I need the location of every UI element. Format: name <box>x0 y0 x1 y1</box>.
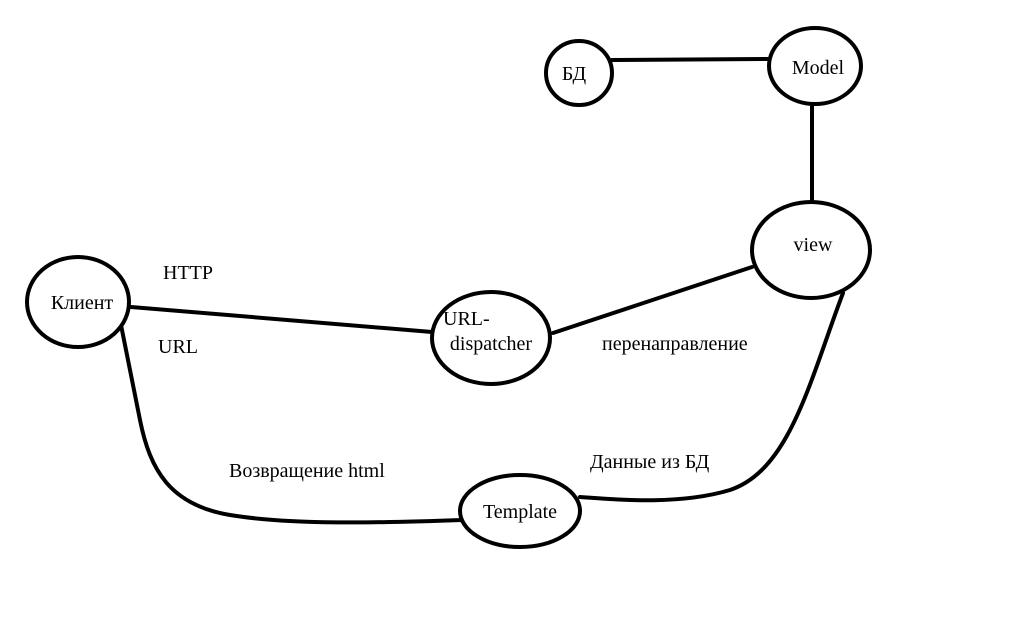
node-view <box>750 200 872 300</box>
node-model-label: Model <box>792 57 845 79</box>
label-url: URL <box>158 336 198 358</box>
node-client <box>25 255 131 349</box>
label-http: HTTP <box>163 262 213 284</box>
node-template-label: Template <box>483 501 557 523</box>
edge-client-dispatcher <box>129 305 434 334</box>
node-client-label: Клиент <box>51 292 114 314</box>
node-url-dispatcher-label-2: dispatcher <box>450 333 533 355</box>
node-url-dispatcher-label-1: URL- <box>443 308 490 330</box>
edge-bd-model <box>610 57 770 62</box>
node-bd <box>544 39 614 107</box>
edge-template-client <box>119 323 464 525</box>
edge-view-template <box>578 291 845 503</box>
label-return-html: Возвращение html <box>229 460 385 482</box>
node-view-label: view <box>794 234 833 256</box>
edge-dispatcher-view <box>551 265 754 335</box>
label-db-data: Данные из БД <box>590 451 710 473</box>
node-template <box>458 473 582 549</box>
node-model <box>767 26 863 106</box>
node-url-dispatcher <box>430 290 552 386</box>
label-redirect: перенаправление <box>602 333 748 355</box>
node-bd-label: БД <box>562 63 587 85</box>
